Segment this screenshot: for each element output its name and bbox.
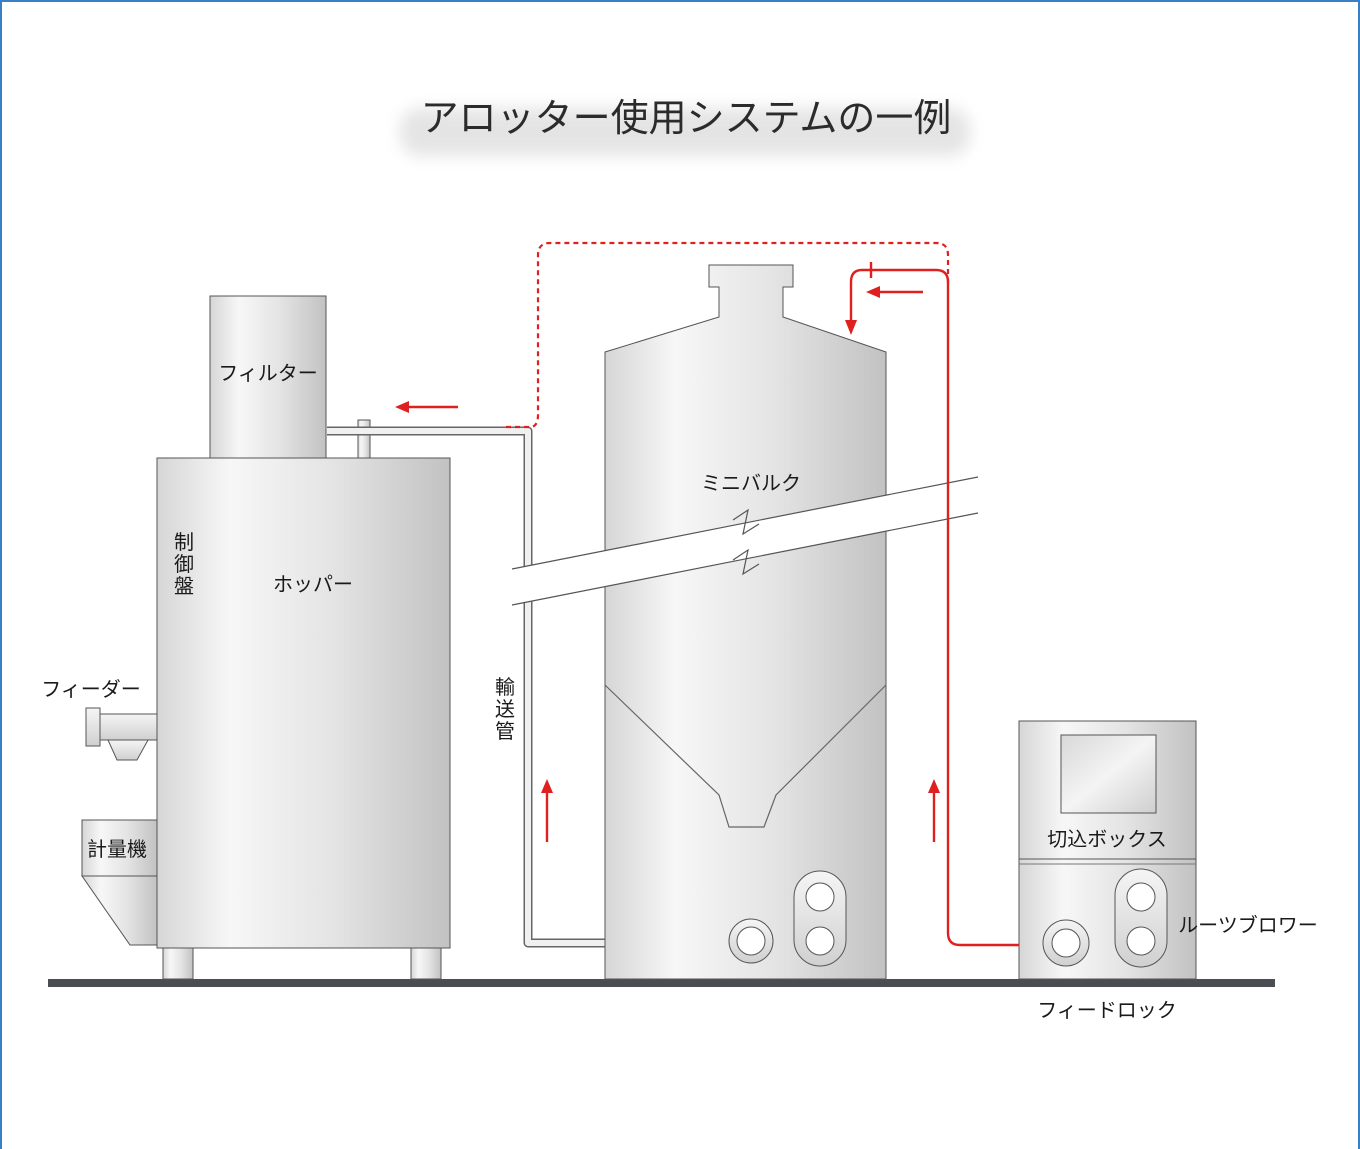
cutoff-box-window <box>1060 734 1157 814</box>
page-title: アロッター使用システムの一例 <box>421 96 952 140</box>
filter-label: フィルター <box>218 361 318 385</box>
svg-text:輸: 輸 <box>495 675 515 699</box>
floor-line <box>48 979 1275 987</box>
red-arrow-icon <box>845 320 857 335</box>
hopper-unit <box>81 295 451 980</box>
transport-pipe-label: 輸 送 管 <box>495 675 515 743</box>
roots-blower-label: ルーツブロワー <box>1178 913 1318 937</box>
red-arrow-icon <box>928 779 940 842</box>
silo-body <box>604 264 887 980</box>
mini-bulk-silo <box>604 264 887 980</box>
hopper-body <box>156 457 451 949</box>
feed-lock-base <box>1018 858 1197 980</box>
svg-text:御: 御 <box>174 552 194 576</box>
hopper-leg-left <box>162 947 194 980</box>
red-arrow-icon <box>395 401 458 413</box>
return-line-dashed <box>506 241 950 429</box>
feeder-label: フィーダー <box>41 677 141 701</box>
hopper-label: ホッパー <box>273 572 353 596</box>
svg-text:制: 制 <box>174 530 194 554</box>
feed-lock-unit <box>1018 720 1197 980</box>
break-band <box>511 476 979 606</box>
title-group: アロッター使用システムの一例 <box>400 96 970 156</box>
svg-text:送: 送 <box>495 697 515 721</box>
scale <box>81 819 158 946</box>
flow-lines <box>506 241 1019 947</box>
red-arrow-icon <box>866 286 923 298</box>
feed-lock-label: フィードロック <box>1037 998 1177 1022</box>
supply-line <box>849 268 1019 947</box>
svg-text:盤: 盤 <box>174 574 194 598</box>
scale-label: 計量機 <box>87 837 147 861</box>
red-arrow-icon <box>541 779 553 842</box>
hopper-leg-right <box>410 947 442 980</box>
silo-valve-group <box>728 870 847 967</box>
svg-text:管: 管 <box>495 719 515 743</box>
flow-arrows <box>395 286 940 842</box>
filter-body <box>209 295 327 460</box>
control-panel-label: 制 御 盤 <box>174 530 194 598</box>
mini-bulk-label: ミニバルク <box>701 471 801 495</box>
feeder <box>85 707 158 761</box>
cutoff-box-label: 切込ボックス <box>1047 827 1166 851</box>
